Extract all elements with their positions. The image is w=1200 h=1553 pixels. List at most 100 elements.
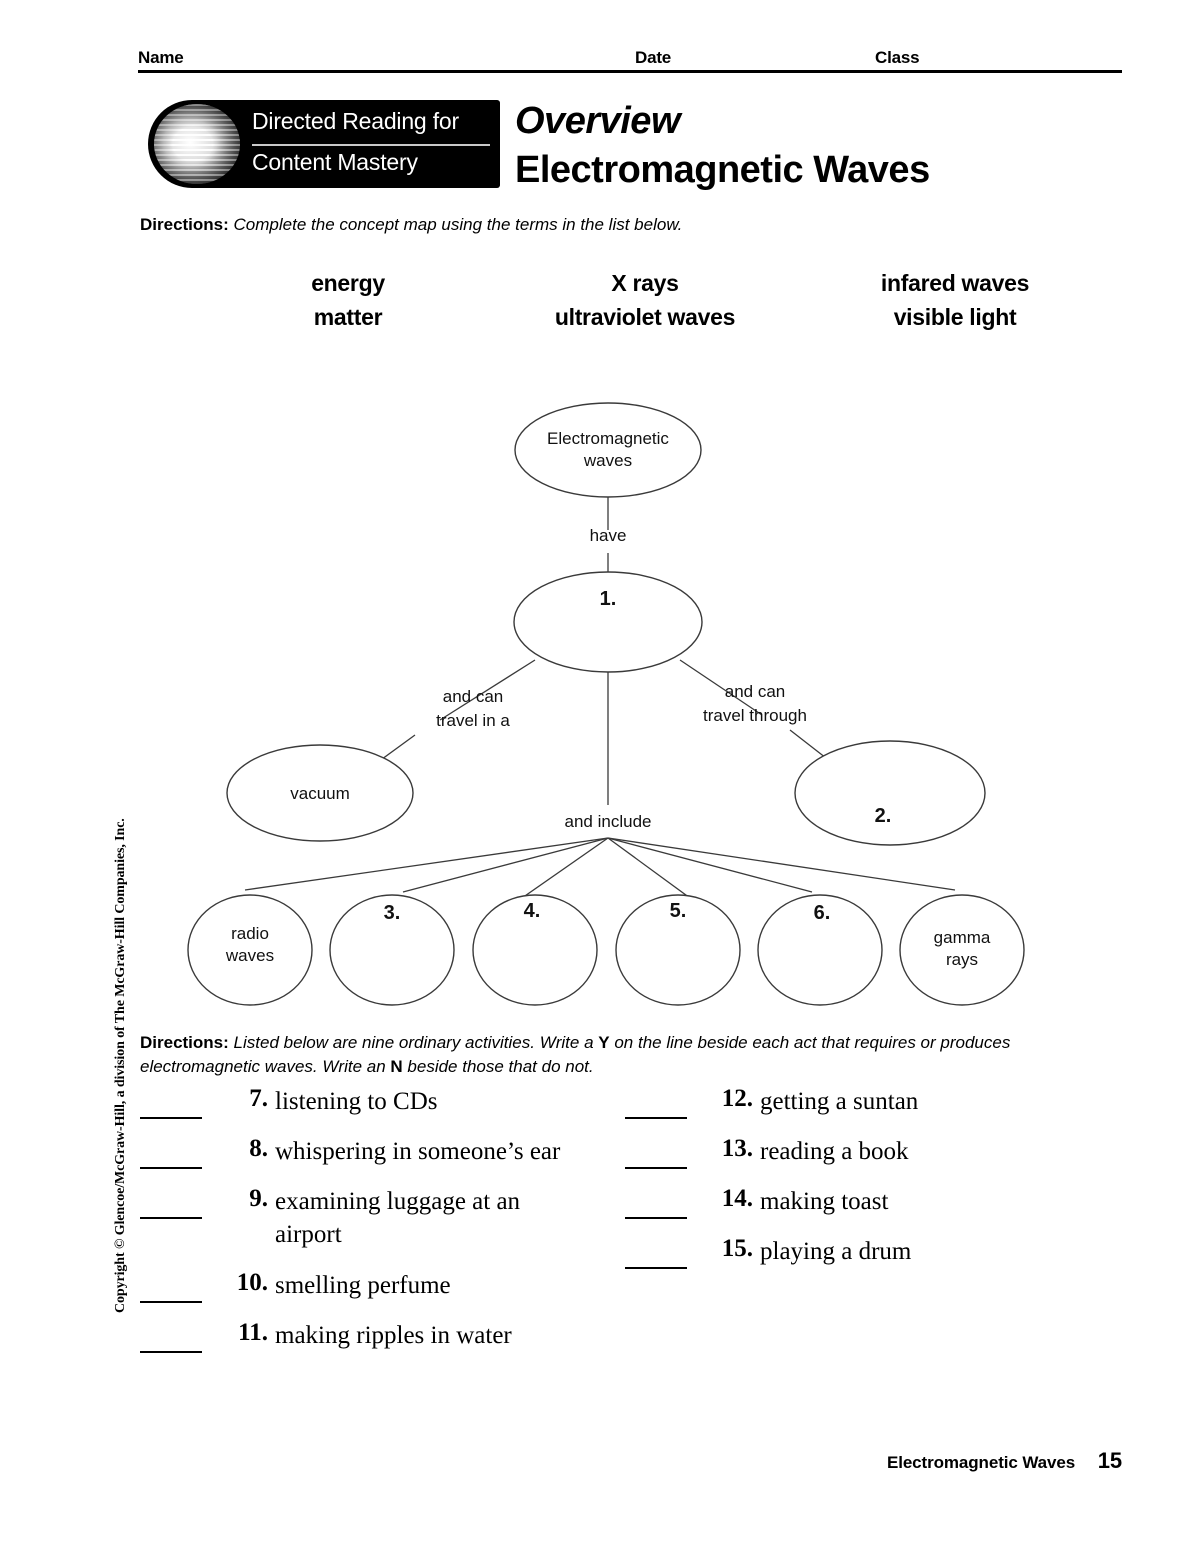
copyright-notice: Copyright © Glencoe/McGraw-Hill, a divis… [113, 818, 128, 1313]
item-number: 11. [238, 1319, 268, 1346]
node-electromagnetic-waves [514, 402, 702, 498]
word-bank-term: energy [311, 270, 385, 296]
concept-map: Electromagnetic waves have 1. and can tr… [150, 390, 1050, 1020]
logo-divider [252, 144, 490, 146]
node-vacuum-label: vacuum [290, 784, 350, 803]
word-bank-column-1: energy matter [250, 266, 446, 334]
list-item: 11. making ripples in water [140, 1319, 610, 1353]
list-item: 14. making toast [625, 1185, 1045, 1219]
item-text: smelling perfume [275, 1272, 451, 1299]
directions-concept-map: Directions: Complete the concept map usi… [140, 213, 1040, 237]
directions-1-text: Complete the concept map using the terms… [233, 215, 683, 234]
connector-include-to-blank3 [402, 837, 609, 893]
node-blank-3-number: 3. [384, 902, 401, 924]
answer-blank-7[interactable] [140, 1091, 202, 1119]
answer-blank-14[interactable] [625, 1191, 687, 1219]
word-bank-column-3: infared waves visible light [820, 266, 1090, 334]
directions-2-emphasis-y: Y [598, 1033, 610, 1052]
connector-blank1-to-travel-in-a [439, 659, 536, 721]
list-item: 9. examining luggage at an airport [140, 1185, 610, 1251]
date-label: Date [635, 48, 672, 67]
logo-text-block: Directed Reading for Content Mastery [252, 100, 500, 188]
footer-title: Electromagnetic Waves [886, 1453, 1076, 1472]
link-label-travel-through-line2: travel through [703, 706, 807, 725]
word-bank-column-2: X rays ultraviolet waves [480, 266, 810, 334]
answer-blank-8[interactable] [140, 1141, 202, 1169]
node-blank-1-number: 1. [600, 588, 617, 610]
header-divider-rule [138, 70, 1122, 73]
link-label-travel-through-line1: and can [725, 682, 786, 701]
item-number: 15. [721, 1235, 753, 1262]
item-number: 8. [249, 1135, 268, 1162]
node-vacuum [226, 744, 414, 842]
name-label: Name [138, 48, 184, 67]
page-number: 15 [1097, 1448, 1122, 1473]
list-item: 12. getting a suntan [625, 1085, 1045, 1119]
connector-blank1-to-travel-through [679, 659, 763, 716]
connector-include-to-blank6 [607, 837, 813, 893]
worksheet-kicker: Overview [515, 100, 681, 142]
node-blank-4-number: 4. [524, 900, 541, 922]
link-label-have: have [590, 526, 627, 545]
connector-include-to-blank4 [521, 837, 609, 899]
list-item: 10. smelling perfume [140, 1269, 610, 1303]
directions-2-emphasis-n: N [390, 1057, 403, 1076]
node-blank-3[interactable] [329, 894, 455, 1006]
directions-2-text-part-3: beside those that do not. [407, 1057, 594, 1076]
item-number: 7. [249, 1085, 268, 1112]
link-label-travel-in-a-line2: travel in a [436, 711, 510, 730]
link-label-and-include: and include [565, 812, 652, 831]
node-root-line-2: waves [583, 451, 632, 470]
page-title: Electromagnetic Waves [515, 149, 930, 191]
item-text: reading a book [760, 1138, 909, 1165]
item-text: getting a suntan [760, 1088, 919, 1115]
page-footer: Electromagnetic Waves 15 [887, 1448, 1122, 1474]
node-root-line-1: Electromagnetic [547, 429, 669, 448]
node-gamma-line-2: rays [946, 950, 978, 969]
directed-reading-logo: Directed Reading for Content Mastery [148, 100, 500, 188]
directions-2-text-part-2: on the line beside each act that require… [140, 1033, 1011, 1076]
node-blank-2-number: 2. [875, 805, 892, 827]
link-label-travel-in-a-line1: and can [443, 687, 504, 706]
answer-blank-10[interactable] [140, 1275, 202, 1303]
class-label: Class [875, 48, 920, 67]
node-radio-waves [187, 894, 313, 1006]
directions-2-text-part-1: Listed below are nine ordinary activitie… [233, 1033, 594, 1052]
item-text: making ripples in water [275, 1322, 512, 1349]
node-blank-5-number: 5. [670, 900, 687, 922]
list-item: 7. listening to CDs [140, 1085, 610, 1119]
student-info-header: Name Date Class [138, 48, 1122, 72]
item-text: examining luggage at an airport [275, 1188, 521, 1248]
node-blank-5[interactable] [615, 894, 741, 1006]
item-number: 14. [721, 1185, 753, 1212]
word-bank-term: ultraviolet waves [554, 304, 736, 330]
node-blank-6-number: 6. [814, 902, 831, 924]
word-bank-term: X rays [611, 270, 679, 296]
list-item: 8. whispering in someone’s ear [140, 1135, 610, 1169]
node-blank-2[interactable] [794, 740, 986, 846]
connector-travel-through-to-blank2 [789, 729, 827, 759]
item-number: 12. [721, 1085, 753, 1112]
item-number: 13. [721, 1135, 753, 1162]
node-radio-line-2: waves [225, 946, 274, 965]
node-radio-line-1: radio [231, 924, 269, 943]
answer-blank-15[interactable] [625, 1241, 687, 1269]
node-blank-6[interactable] [757, 894, 883, 1006]
striped-sphere-icon [154, 104, 240, 184]
item-text: whispering in someone’s ear [275, 1138, 561, 1165]
item-text: playing a drum [760, 1238, 912, 1265]
item-number: 10. [236, 1269, 268, 1296]
answer-blank-9[interactable] [140, 1191, 202, 1219]
answer-blank-13[interactable] [625, 1141, 687, 1169]
answer-blank-12[interactable] [625, 1091, 687, 1119]
node-blank-1[interactable] [513, 571, 703, 673]
word-bank-term: infared waves [880, 270, 1030, 296]
directions-1-label: Directions: [140, 215, 229, 234]
item-number: 9. [249, 1185, 268, 1212]
answer-blank-11[interactable] [140, 1325, 202, 1353]
word-bank: energy matter X rays ultraviolet waves i… [250, 266, 1090, 336]
node-blank-4[interactable] [472, 894, 598, 1006]
logo-line-1: Directed Reading for [252, 108, 459, 134]
directions-2-label: Directions: [140, 1033, 229, 1052]
word-bank-term: matter [313, 304, 383, 330]
